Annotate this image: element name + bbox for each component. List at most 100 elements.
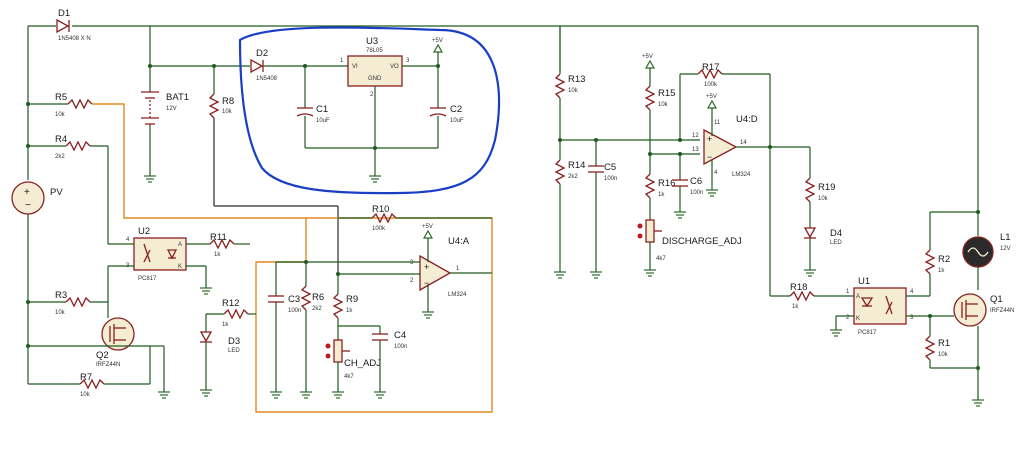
c3-ref: C3 (288, 294, 300, 305)
q1-ref: Q1 (990, 294, 1003, 305)
ch-adj-value: 4k7 (344, 374, 354, 380)
u1-pin-3: 3 (910, 315, 914, 321)
optocoupler-u2: U2 PC817 4 3 A K (126, 226, 187, 282)
r14-value: 2k2 (568, 174, 578, 180)
u4d-pin-12: 12 (692, 133, 699, 139)
r4-value: 2k2 (55, 154, 65, 160)
r13-value: 10k (568, 88, 579, 94)
q2-value: IRFZ44N (96, 362, 120, 368)
ground-u4a (422, 311, 434, 319)
u4a-ref: U4:A (448, 236, 470, 247)
c2-value: 10uF (450, 118, 464, 124)
u4d-pin-11: 11 (714, 120, 721, 126)
lamp-l1: L1 12V (962, 232, 1011, 268)
c1-value: 10uF (316, 118, 330, 124)
resistor-r12: R12 1k (206, 298, 256, 328)
ground-c4 (374, 391, 386, 399)
r9-value: 1k (346, 308, 353, 314)
r1-ref: R1 (938, 338, 950, 349)
r5-value: 10k (55, 112, 66, 118)
bat1-ref: BAT1 (166, 92, 189, 103)
c2-ref: C2 (450, 104, 462, 115)
resistor-r11: R11 1k (186, 232, 250, 258)
resistor-r10: R10 100k (338, 204, 492, 232)
u4a-pin-3: 3 (410, 260, 414, 266)
r19-ref: R19 (818, 182, 835, 193)
u4a-value: LM324 (448, 292, 467, 298)
c4-ref: C4 (394, 330, 406, 341)
d3-value: LED (228, 348, 240, 354)
u2-pin-k: K (178, 264, 182, 270)
ground-q2 (158, 391, 170, 399)
orange-trace-r5 (92, 103, 307, 262)
ground-c5 (590, 271, 602, 279)
u2-pin-a: A (178, 242, 182, 248)
resistor-r2: R2 1k (924, 212, 950, 296)
c3-value: 100n (288, 308, 301, 314)
r2-ref: R2 (938, 254, 950, 265)
discharge-adj-value: 4k7 (656, 256, 666, 262)
ground-u1 (830, 329, 842, 337)
r5-ref: R5 (55, 92, 67, 103)
u3-pin-gnd: GND (368, 76, 382, 82)
pv-ref: PV (50, 187, 63, 198)
ground-c6 (674, 211, 686, 219)
potentiometer-discharge-adj: DISCHARGE_ADJ 4k7 (637, 219, 742, 270)
d1-ref: D1 (58, 8, 70, 19)
u4d-pin-14: 14 (740, 140, 747, 146)
r6-ref: R6 (312, 292, 324, 303)
u4a-pin-2: 2 (410, 278, 414, 284)
ground-r14 (554, 271, 566, 279)
resistor-r3: R3 10k (28, 290, 108, 316)
d1-value: 1N5408 X N (58, 36, 91, 42)
bat1-value: 12V (166, 106, 177, 112)
led-d4: D4 LED (803, 227, 842, 270)
vcc-label-u3: +5V (432, 38, 443, 44)
u3-pin-vi: VI (352, 64, 358, 70)
ground-ch-adj (332, 391, 344, 399)
top-rail-wires (27, 25, 979, 236)
u1-value: PC817 (858, 330, 877, 336)
u1-pin-k: K (856, 316, 860, 322)
blue-highlight-circle (238, 26, 501, 195)
battery-bat1: BAT1 12V (141, 66, 189, 176)
r15-ref: R15 (658, 88, 675, 99)
svg-text:+: + (24, 187, 30, 198)
r19-value: 10k (818, 196, 829, 202)
resistor-r6: R6 2k2 (300, 262, 324, 392)
u4d-pin-4: 4 (714, 170, 718, 176)
d4-ref: D4 (830, 228, 842, 239)
resistor-r5: R5 10k (28, 92, 93, 118)
d4-value: LED (830, 240, 842, 246)
d3-ref: D3 (228, 336, 240, 347)
c6-value: 100n (690, 190, 703, 196)
u3-pin-2: 2 (370, 92, 374, 98)
ground-bat1 (144, 175, 156, 183)
optocoupler-u1: U1 PC817 1 2 4 3 A K (846, 276, 914, 336)
c6-ref: C6 (690, 176, 702, 187)
diode-d1: D1 1N5408 X N (56, 8, 91, 42)
u3-pin-1: 1 (340, 58, 344, 64)
u3-pin-3: 3 (406, 58, 410, 64)
u1-pin-2: 2 (846, 315, 850, 321)
q1-value: IRFZ44N (990, 308, 1014, 314)
u2-value: PC817 (138, 276, 157, 282)
ground-d4 (804, 269, 816, 277)
d2-value: 1N5408 (256, 76, 278, 82)
ground-discharge-adj (644, 269, 656, 277)
ground-c3 (270, 391, 282, 399)
r13-ref: R13 (568, 74, 585, 85)
r18-value: 1k (792, 304, 799, 310)
svg-text:−: − (424, 278, 429, 288)
r7-value: 10k (80, 392, 91, 398)
svg-text:+: + (424, 262, 429, 272)
r10-value: 100k (372, 226, 386, 232)
u3-value: 78L05 (366, 48, 383, 54)
led-d3: D3 LED (199, 314, 240, 390)
r4-ref: R4 (55, 134, 67, 145)
d2-ref: D2 (256, 48, 268, 59)
ground-d3 (200, 389, 212, 397)
q2-ref: Q2 (96, 350, 109, 361)
resistor-r7: R7 10k (28, 372, 150, 398)
